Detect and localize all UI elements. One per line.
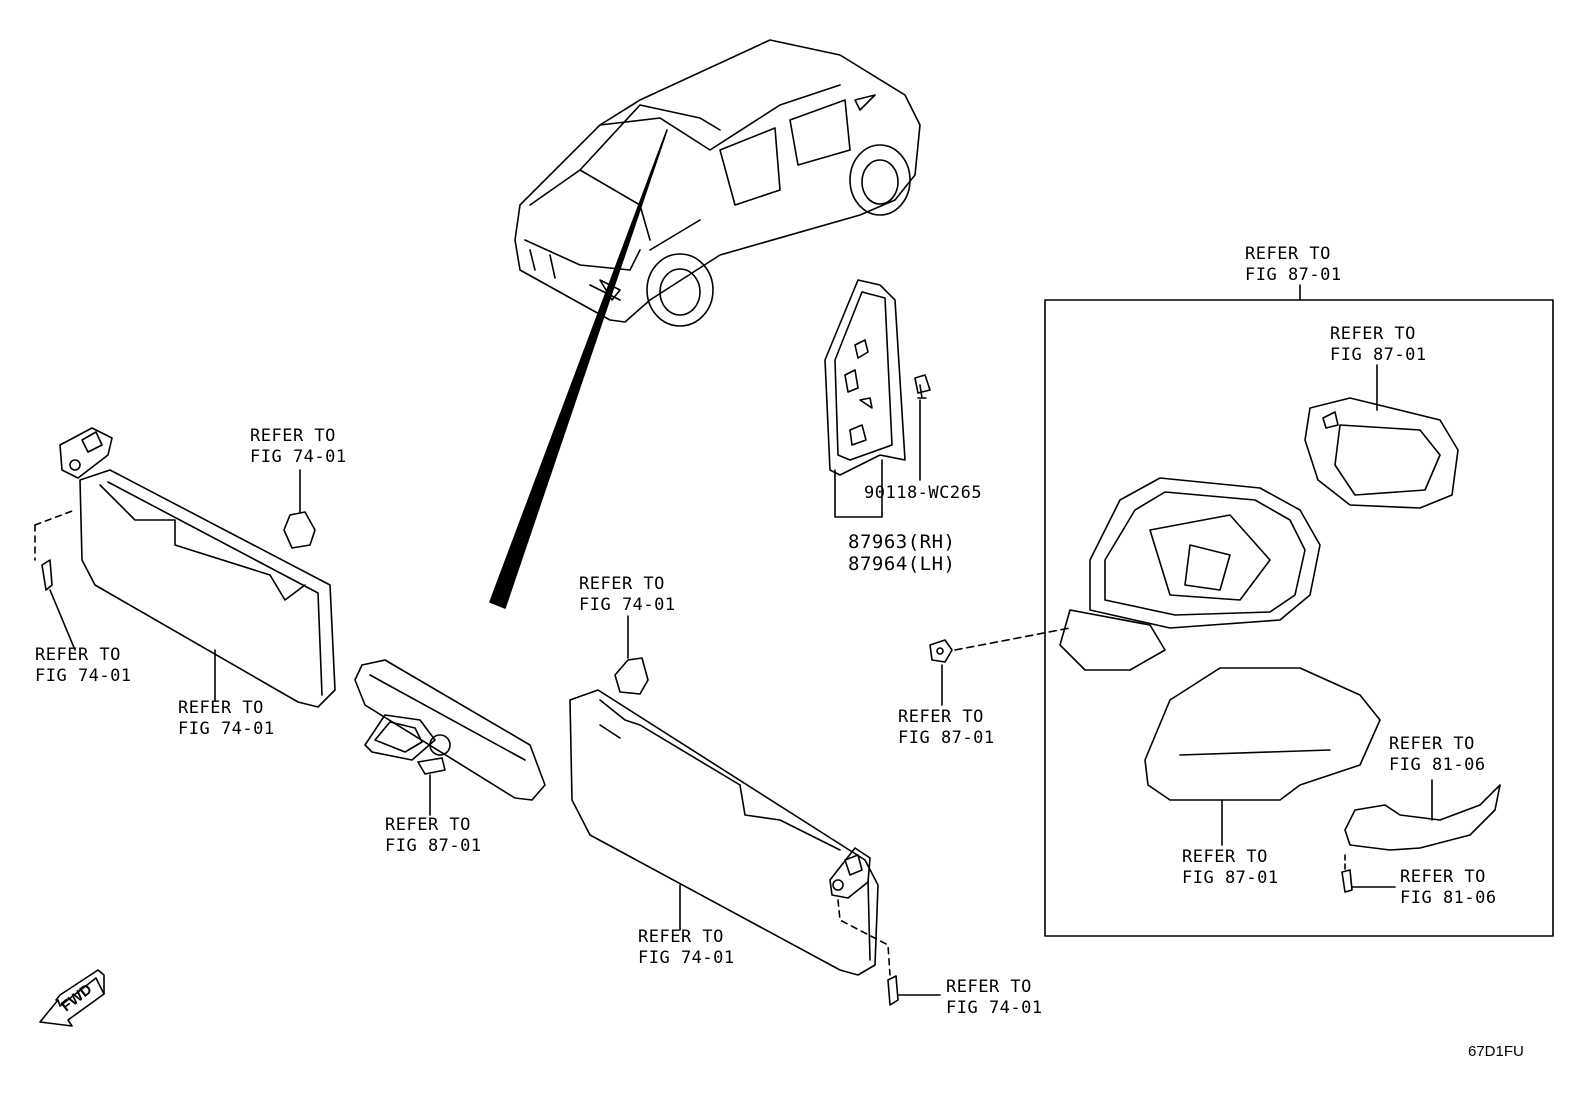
fwd-arrow-icon <box>39 969 105 1027</box>
rear-view-mirror-drawing <box>354 659 546 816</box>
right-sun-visor-callout: REFER TO FIG 74-01 <box>638 927 735 968</box>
pillar-garnish-drawing <box>824 279 906 518</box>
left-visor-clip-callout: REFER TO FIG 74-01 <box>250 426 347 467</box>
figure-code: 67D1FU <box>1468 1043 1524 1060</box>
outside-mirror-group <box>929 284 1554 937</box>
mirror-glass-callout: REFER TO FIG 87-01 <box>1330 324 1427 365</box>
clip-drawing <box>914 374 931 481</box>
right-visor-screw-callout: REFER TO FIG 74-01 <box>946 977 1043 1018</box>
outside-mirror-callout: REFER TO FIG 87-01 <box>1245 244 1342 285</box>
left-sun-visor-callout: REFER TO FIG 74-01 <box>178 698 275 739</box>
clip-part-number: 90118-WC265 <box>864 483 983 503</box>
vehicle-illustration <box>514 39 921 327</box>
turn-signal-callout: REFER TO FIG 81-06 <box>1389 734 1486 775</box>
rear-view-mirror-callout: REFER TO FIG 87-01 <box>385 815 482 856</box>
left-sun-visor-drawing <box>34 427 336 708</box>
mirror-cover-callout: REFER TO FIG 87-01 <box>1182 847 1279 888</box>
garnish-part-numbers: 87963(RH) 87964(LH) <box>848 531 956 575</box>
location-pointer <box>489 129 668 609</box>
right-sun-visor-drawing <box>569 615 941 1006</box>
mirror-nut-callout: REFER TO FIG 87-01 <box>898 707 995 748</box>
left-visor-screw-callout: REFER TO FIG 74-01 <box>35 645 132 686</box>
right-visor-clip-callout: REFER TO FIG 74-01 <box>579 574 676 615</box>
turn-signal-screw-callout: REFER TO FIG 81-06 <box>1400 867 1497 908</box>
